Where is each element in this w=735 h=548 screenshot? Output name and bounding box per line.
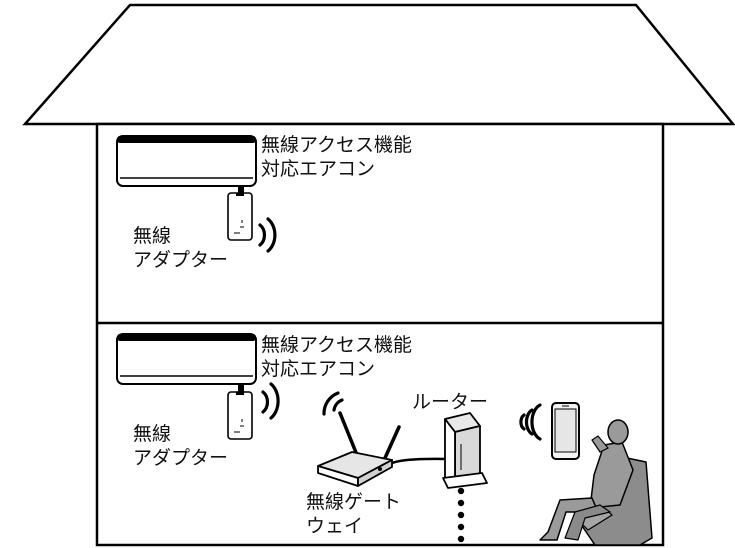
upper-adapter-label-line2: アダプター xyxy=(133,249,229,271)
gateway-label: 無線ゲート ウェイ xyxy=(306,490,401,538)
gateway-label-line1: 無線ゲート xyxy=(306,491,402,513)
wifi-waves-icon xyxy=(261,382,280,420)
wifi-waves-icon xyxy=(519,403,542,441)
upper-aircon-label-line2: 対応エアコン xyxy=(261,158,376,180)
house-roof xyxy=(22,3,735,126)
air-conditioner-icon xyxy=(116,135,257,194)
lower-aircon-label-line1: 無線アクセス機能 xyxy=(261,334,413,356)
lower-adapter-label-line1: 無線 xyxy=(133,423,172,445)
wifi-waves-icon xyxy=(258,217,277,253)
upper-aircon-label-line1: 無線アクセス機能 xyxy=(261,134,413,156)
lower-adapter-label-line2: アダプター xyxy=(133,447,229,469)
smartphone-icon xyxy=(551,402,580,460)
upper-adapter-label: 無線 アダプター xyxy=(133,224,228,272)
lower-aircon-label: 無線アクセス機能 対応エアコン xyxy=(261,333,412,381)
air-conditioner-icon xyxy=(116,333,257,392)
internet-connection-dots xyxy=(457,487,465,543)
network-cable xyxy=(391,457,449,465)
gateway-label-line2: ウェイ xyxy=(306,515,364,537)
router-label: ルーター xyxy=(412,391,489,413)
wireless-adapter-icon xyxy=(227,192,253,241)
person-in-armchair-icon xyxy=(539,419,653,546)
upper-adapter-label-line1: 無線 xyxy=(133,225,172,247)
lower-aircon-label-line2: 対応エアコン xyxy=(261,358,376,380)
wifi-waves-icon xyxy=(322,391,344,416)
upper-aircon-label: 無線アクセス機能 対応エアコン xyxy=(261,133,412,181)
wireless-gateway-icon xyxy=(317,391,401,487)
router-icon xyxy=(442,412,488,489)
lower-adapter-label: 無線 アダプター xyxy=(133,422,228,470)
wireless-adapter-icon xyxy=(227,391,253,440)
